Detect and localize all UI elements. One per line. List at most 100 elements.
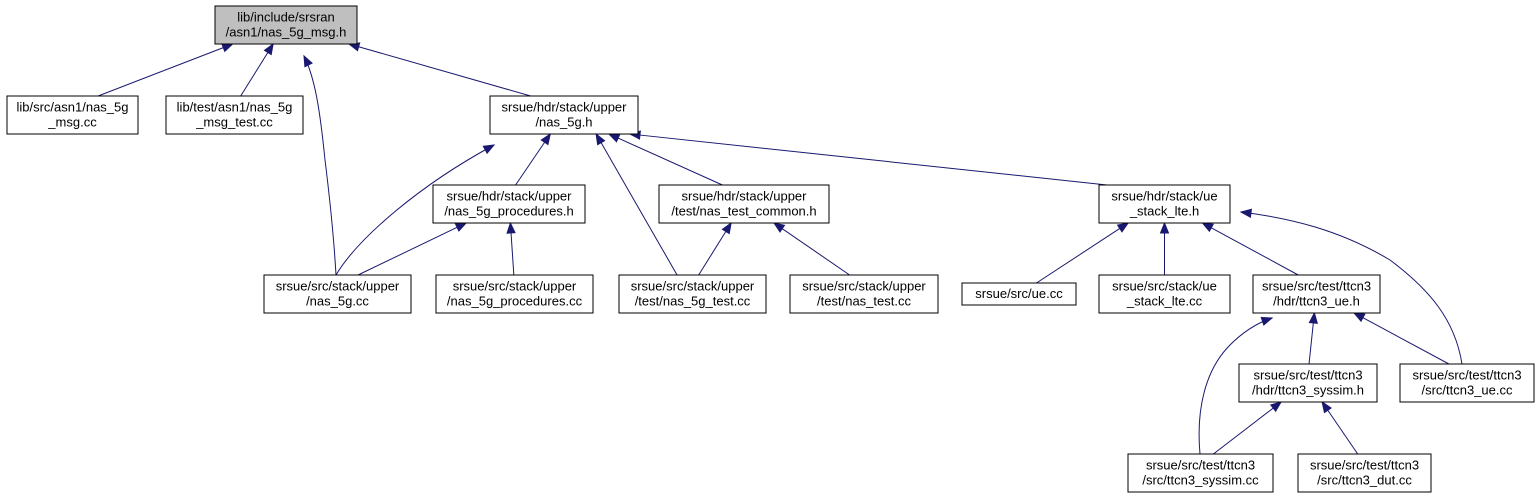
arrow-n14-to-n13 bbox=[1308, 311, 1318, 324]
arrow-n17-to-n14 bbox=[1321, 400, 1332, 414]
node-ttcn3-ue-h[interactable]: srsue/src/test/ttcn3/hdr/ttcn3_ue.h bbox=[1252, 274, 1381, 314]
node-ttcn3-syssim-cc-label-line: /src/ttcn3_syssim.cc bbox=[1142, 473, 1259, 488]
node-ttcn3-ue-h-label-line: srsue/src/test/ttcn3 bbox=[1262, 279, 1371, 294]
edge-n15-to-n10 bbox=[1240, 211, 1463, 365]
node-nas-5g-test-cc[interactable]: srsue/src/stack/upper/test/nas_5g_test.c… bbox=[618, 274, 767, 314]
node-nas-5g-h[interactable]: srsue/hdr/stack/upper/nas_5g.h bbox=[489, 95, 639, 135]
node-ttcn3-dut-cc-box bbox=[1297, 453, 1432, 493]
node-ue-stack-lte-cc[interactable]: srsue/src/stack/ue_stack_lte.cc bbox=[1098, 274, 1231, 314]
node-nas-5g-msg-h[interactable]: lib/include/srsran/asn1/nas_5g_msg.h bbox=[214, 5, 358, 45]
edge-n4-to-n3 bbox=[335, 144, 495, 276]
arrow-n12-to-n10 bbox=[1159, 221, 1170, 234]
node-nas-test-cc-box bbox=[789, 274, 939, 314]
node-ttcn3-syssim-h-label-line: srsue/src/test/ttcn3 bbox=[1253, 368, 1362, 383]
node-nas-test-common-h[interactable]: srsue/hdr/stack/upper/test/nas_test_comm… bbox=[658, 184, 830, 224]
edge-n15-to-n13 bbox=[1362, 317, 1450, 365]
edge-n3-to-n0 bbox=[358, 46, 531, 97]
node-ue-stack-lte-cc-label-line: srsue/src/stack/ue bbox=[1112, 279, 1217, 294]
arrow-n16-to-n13 bbox=[1260, 316, 1274, 326]
node-nas-5g-msg-cc-label-line: _msg.cc bbox=[47, 115, 97, 130]
node-nas-5g-cc-label-line: /nas_5g.cc bbox=[306, 294, 369, 309]
edge-n7-to-n3 bbox=[617, 137, 723, 186]
node-ttcn3-dut-cc-label-line: /src/ttcn3_dut.cc bbox=[1317, 473, 1412, 488]
node-nas-5g-test-cc-label-line: /test/nas_5g_test.cc bbox=[635, 294, 751, 309]
node-ttcn3-syssim-cc[interactable]: srsue/src/test/ttcn3/src/ttcn3_syssim.cc bbox=[1127, 453, 1274, 493]
node-nas-5g-procedures-h[interactable]: srsue/hdr/stack/upper/nas_5g_procedures.… bbox=[432, 184, 586, 224]
arrow-n8-to-n7 bbox=[721, 221, 732, 235]
edge-n9-to-n7 bbox=[781, 228, 850, 276]
arrow-n4-to-n5 bbox=[454, 222, 468, 232]
arrow-n1-to-n0 bbox=[221, 43, 234, 53]
node-nas-5g-cc-label-line: srsue/src/stack/upper bbox=[276, 279, 400, 294]
node-ttcn3-syssim-cc-box bbox=[1127, 453, 1274, 493]
node-ue-stack-lte-cc-label-line: _stack_lte.cc bbox=[1126, 294, 1203, 309]
node-ue-cc-box bbox=[961, 282, 1077, 306]
node-ue-cc-label-line: srsue/src/ue.cc bbox=[975, 286, 1063, 301]
node-ttcn3-ue-cc-box bbox=[1399, 363, 1535, 403]
node-nas-5g-msg-cc[interactable]: lib/src/asn1/nas_5g_msg.cc bbox=[6, 95, 139, 135]
node-nas-5g-procedures-cc-box bbox=[435, 274, 594, 314]
arrow-n11-to-n10 bbox=[1116, 222, 1130, 233]
node-ttcn3-ue-cc-label-line: /src/ttcn3_ue.cc bbox=[1421, 383, 1513, 398]
node-nas-5g-msg-h-label-line: /asn1/nas_5g_msg.h bbox=[226, 25, 347, 40]
node-ue-cc[interactable]: srsue/src/ue.cc bbox=[961, 282, 1077, 306]
edge-n16-to-n13 bbox=[1198, 317, 1273, 455]
node-nas-test-common-h-label-line: srsue/hdr/stack/upper bbox=[681, 189, 807, 204]
edge-n16-to-n14 bbox=[1213, 407, 1274, 455]
node-ttcn3-dut-cc-label-line: srsue/src/test/ttcn3 bbox=[1310, 458, 1419, 473]
arrow-n2-to-n0 bbox=[263, 42, 274, 56]
edge-n8-to-n3 bbox=[600, 142, 678, 276]
node-nas-5g-test-cc-box bbox=[618, 274, 767, 314]
node-nas-5g-msg-h-label-line: lib/include/srsran bbox=[237, 10, 335, 25]
edge-n4-to-n5 bbox=[357, 226, 458, 276]
node-ttcn3-ue-h-label-line: /hdr/ttcn3_ue.h bbox=[1273, 294, 1360, 309]
node-ttcn3-ue-cc-label-line: srsue/src/test/ttcn3 bbox=[1412, 368, 1521, 383]
node-nas-5g-procedures-cc-label-line: /nas_5g_procedures.cc bbox=[447, 294, 583, 309]
edge-n2-to-n0 bbox=[240, 52, 269, 97]
arrow-n9-to-n7 bbox=[772, 222, 786, 233]
node-nas-5g-procedures-h-label-line: /nas_5g_procedures.h bbox=[444, 204, 573, 219]
node-nas-test-cc-label-line: srsue/src/stack/upper bbox=[802, 279, 926, 294]
edge-n8-to-n7 bbox=[698, 231, 727, 276]
edge-n14-to-n13 bbox=[1308, 322, 1314, 365]
node-nas-5g-h-box bbox=[489, 95, 639, 135]
edges-layer bbox=[97, 42, 1463, 455]
node-nas-test-cc-label-line: /test/nas_test.cc bbox=[817, 294, 911, 309]
edge-n13-to-n10 bbox=[1211, 227, 1299, 276]
node-nas-5g-cc-box bbox=[263, 274, 412, 314]
node-nas-5g-msg-test-cc[interactable]: lib/test/asn1/nas_5g_msg_test.cc bbox=[165, 95, 304, 135]
node-ttcn3-syssim-h-box bbox=[1238, 363, 1378, 403]
arrow-n5-to-n3 bbox=[540, 132, 552, 146]
node-ue-stack-lte-h[interactable]: srsue/hdr/stack/ue_stack_lte.h bbox=[1098, 184, 1231, 224]
node-nas-5g-msg-test-cc-label-line: lib/test/asn1/nas_5g bbox=[177, 100, 293, 115]
node-nas-test-common-h-label-line: /test/nas_test_common.h bbox=[671, 204, 816, 219]
node-ue-stack-lte-cc-box bbox=[1098, 274, 1231, 314]
node-ttcn3-syssim-cc-label-line: srsue/src/test/ttcn3 bbox=[1146, 458, 1255, 473]
node-nas-5g-msg-h-box bbox=[214, 5, 358, 45]
node-nas-test-cc[interactable]: srsue/src/stack/upper/test/nas_test.cc bbox=[789, 274, 939, 314]
node-ttcn3-syssim-h-label-line: /hdr/ttcn3_syssim.h bbox=[1252, 383, 1364, 398]
node-nas-5g-cc[interactable]: srsue/src/stack/upper/nas_5g.cc bbox=[263, 274, 412, 314]
node-nas-5g-procedures-cc[interactable]: srsue/src/stack/upper/nas_5g_procedures.… bbox=[435, 274, 594, 314]
node-nas-5g-msg-cc-box bbox=[6, 95, 139, 135]
nodes-layer: lib/include/srsran/asn1/nas_5g_msg.hlib/… bbox=[6, 5, 1535, 493]
node-ttcn3-ue-h-box bbox=[1252, 274, 1381, 314]
arrow-n15-to-n10 bbox=[1239, 208, 1252, 218]
arrow-n4-to-n3 bbox=[482, 144, 496, 155]
edge-n1-to-n0 bbox=[97, 47, 224, 97]
edge-n4-to-n0 bbox=[303, 55, 337, 276]
node-ttcn3-ue-cc[interactable]: srsue/src/test/ttcn3/src/ttcn3_ue.cc bbox=[1399, 363, 1535, 403]
node-ue-stack-lte-h-label-line: _stack_lte.h bbox=[1129, 204, 1199, 219]
arrow-n7-to-n3 bbox=[607, 133, 621, 143]
node-nas-5g-msg-cc-label-line: lib/src/asn1/nas_5g bbox=[16, 100, 128, 115]
node-ttcn3-dut-cc[interactable]: srsue/src/test/ttcn3/src/ttcn3_dut.cc bbox=[1297, 453, 1432, 493]
node-ttcn3-syssim-h[interactable]: srsue/src/test/ttcn3/hdr/ttcn3_syssim.h bbox=[1238, 363, 1378, 403]
node-nas-5g-test-cc-label-line: srsue/src/stack/upper bbox=[631, 279, 755, 294]
arrow-n15-to-n13 bbox=[1352, 312, 1366, 323]
node-nas-5g-h-label-line: /nas_5g.h bbox=[535, 115, 592, 130]
arrow-n16-to-n14 bbox=[1269, 401, 1283, 413]
edge-n5-to-n3 bbox=[515, 141, 546, 186]
node-nas-5g-msg-test-cc-box bbox=[165, 95, 304, 135]
arrow-n4-to-n0 bbox=[303, 54, 313, 68]
node-nas-5g-procedures-h-label-line: srsue/hdr/stack/upper bbox=[446, 189, 572, 204]
